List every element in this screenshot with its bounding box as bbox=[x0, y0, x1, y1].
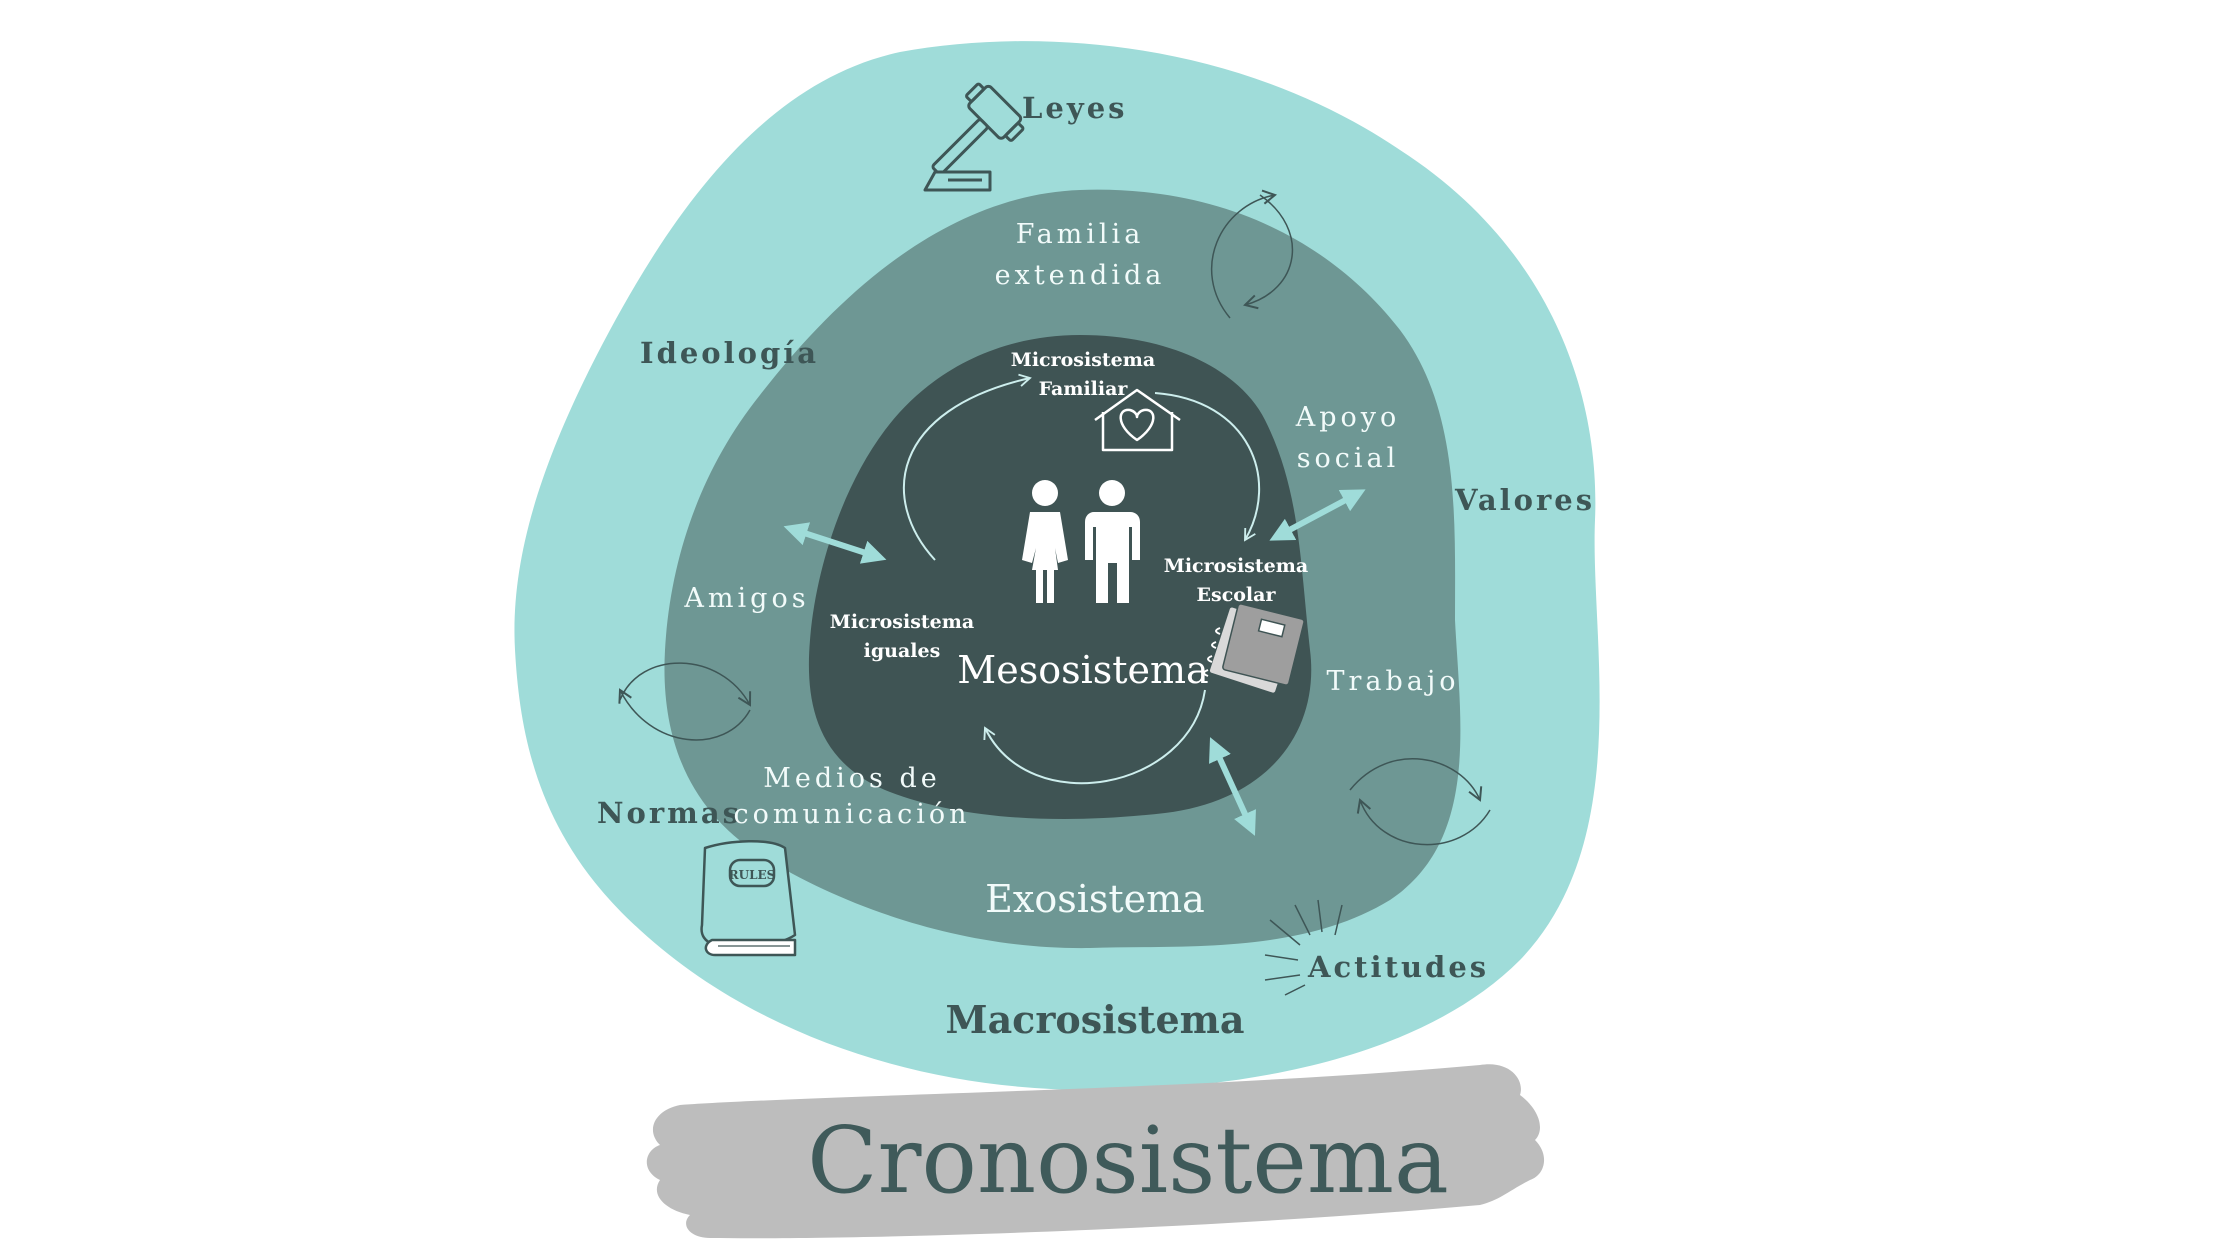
rules-book-icon: RULES bbox=[700, 840, 797, 957]
arrow-familiar-to-escolar bbox=[1154, 392, 1261, 542]
label-micro-iguales-line1: Microsistema bbox=[830, 611, 974, 633]
exosistema-title: Exosistema bbox=[985, 877, 1205, 921]
label-micro-escolar-line2: Escolar bbox=[1197, 584, 1277, 606]
label-trabajo: Trabajo bbox=[1326, 666, 1459, 697]
label-apoyo-social-line1: Apoyo bbox=[1295, 402, 1401, 433]
sparkle-icon bbox=[1264, 899, 1343, 996]
arrow-escolar-to-iguales bbox=[983, 689, 1206, 785]
macrosistema-title: Macrosistema bbox=[946, 997, 1245, 1042]
label-micro-escolar-line1: Microsistema bbox=[1164, 555, 1308, 577]
double-arrow-amigos bbox=[783, 522, 887, 564]
label-familia-extendida-line2: extendida bbox=[995, 260, 1166, 291]
label-micro-familiar-line1: Microsistema bbox=[1011, 349, 1155, 371]
label-normas: Normas bbox=[597, 796, 742, 830]
label-micro-iguales-line2: iguales bbox=[864, 640, 941, 662]
mesosistema-title: Mesosistema bbox=[957, 648, 1208, 692]
label-apoyo-social-line2: social bbox=[1297, 443, 1400, 474]
label-actitudes: Actitudes bbox=[1307, 950, 1489, 984]
label-familia-extendida-line1: Familia bbox=[1016, 219, 1145, 250]
label-leyes: Leyes bbox=[1022, 91, 1127, 125]
notebooks-icon bbox=[1203, 603, 1305, 695]
double-arrow-medios bbox=[1209, 737, 1256, 836]
mesosistema-layer bbox=[808, 335, 1312, 820]
cycle-arrows-icon bbox=[618, 189, 1491, 846]
label-medios-line1: Medios de bbox=[763, 763, 941, 794]
rules-book-label: RULES bbox=[729, 868, 776, 882]
label-amigos: Amigos bbox=[683, 583, 809, 614]
label-valores: Valores bbox=[1454, 483, 1595, 517]
people-icon bbox=[1022, 480, 1140, 603]
gavel-icon bbox=[923, 82, 1025, 192]
cronosistema-banner bbox=[646, 1064, 1545, 1239]
connector-arrows bbox=[783, 489, 1366, 836]
house-heart-icon bbox=[1094, 388, 1181, 452]
double-arrow-apoyo bbox=[1269, 489, 1366, 541]
cronosistema-title: Cronosistema bbox=[807, 1107, 1449, 1214]
label-medios-line2: comunicación bbox=[733, 799, 970, 830]
arrow-iguales-to-familiar bbox=[903, 373, 1032, 561]
label-ideologia: Ideología bbox=[640, 336, 819, 370]
label-micro-familiar-line2: Familiar bbox=[1039, 378, 1129, 400]
meso-cycle-arrows bbox=[903, 373, 1261, 785]
